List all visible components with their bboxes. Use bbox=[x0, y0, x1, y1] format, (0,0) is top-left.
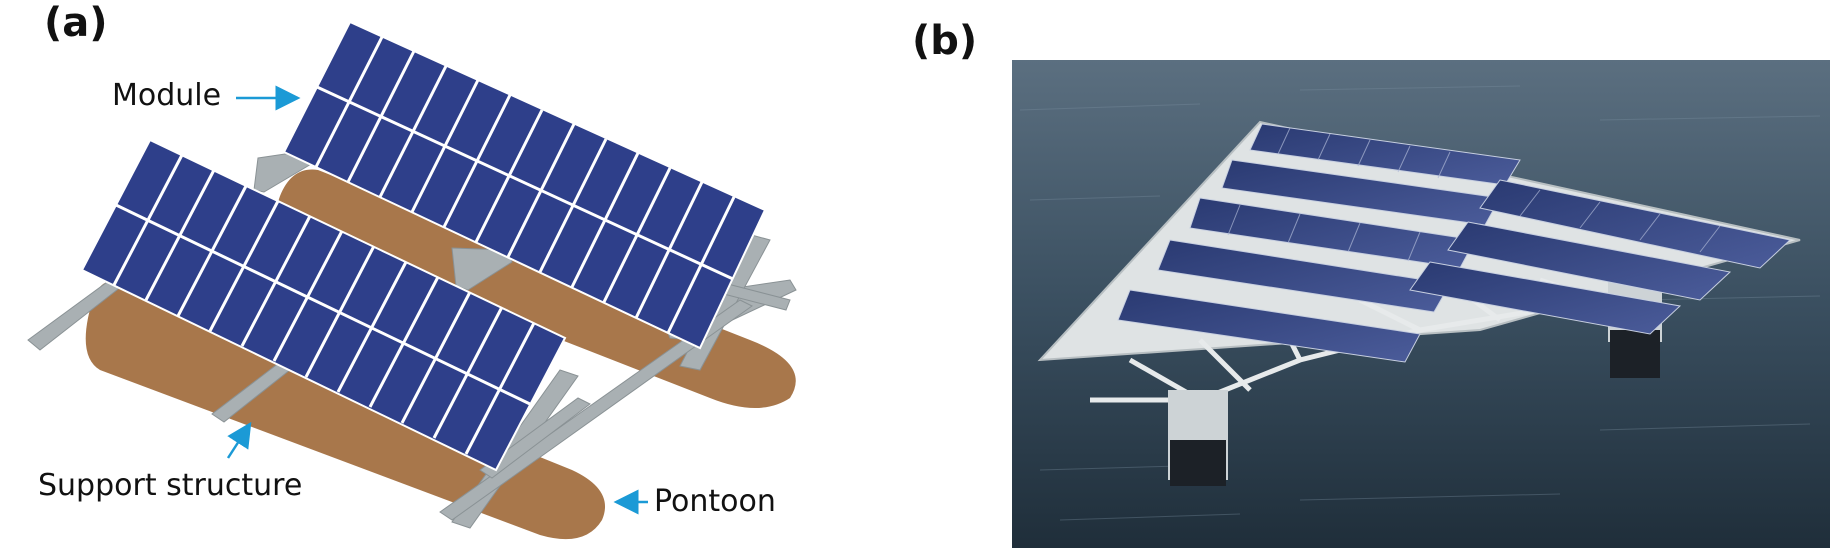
support-structure-front bbox=[27, 279, 753, 529]
pontoon-front bbox=[85, 282, 606, 540]
pontoon-annotation: Pontoon bbox=[654, 484, 776, 519]
pontoon-back bbox=[277, 169, 796, 408]
module-front bbox=[80, 138, 567, 472]
float-column-left bbox=[1168, 390, 1228, 486]
panel-a-illustration bbox=[27, 20, 797, 540]
panel-a-label: (a) bbox=[44, 0, 108, 46]
module-annotation: Module bbox=[112, 78, 222, 113]
support-arrow bbox=[226, 421, 252, 459]
module-back bbox=[282, 20, 767, 350]
solar-panel-rows bbox=[1117, 123, 1792, 363]
support-structure-annotation: Support structure bbox=[38, 468, 303, 503]
panel-b-label: (b) bbox=[912, 18, 978, 64]
